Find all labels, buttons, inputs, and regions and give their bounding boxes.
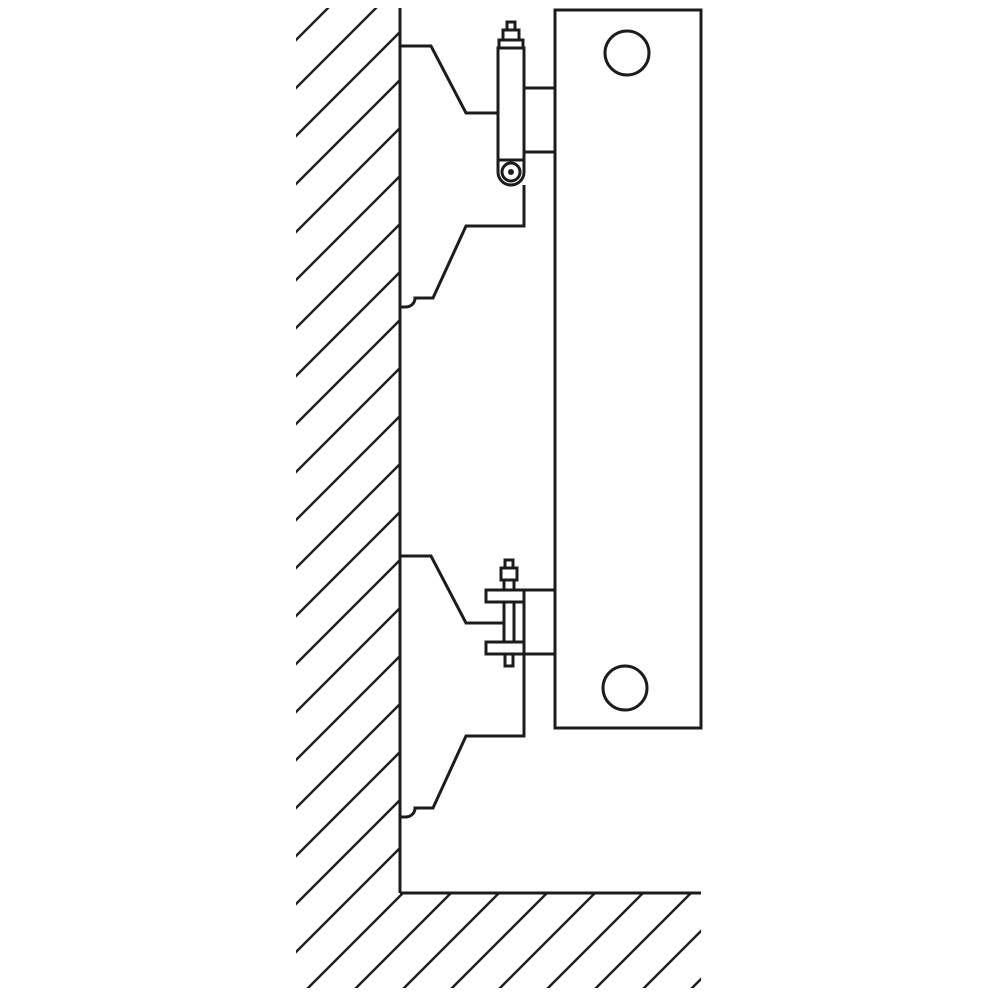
lower-wall-bracket-console — [400, 554, 557, 819]
lower-clamp-bolt — [499, 558, 519, 668]
upper-bracket-top-arm — [400, 44, 498, 115]
upper-pivot-clip — [496, 160, 526, 187]
upper-radiator-lug — [522, 86, 557, 154]
upper-adjustment-screw — [497, 20, 525, 50]
radiator-port-bottom-circle — [601, 664, 649, 712]
hatched-floor-section — [400, 891, 701, 988]
bolt-shaft-middle — [502, 600, 516, 644]
upper-pivot-clip-circle — [500, 161, 522, 183]
clamp-plate-lower — [484, 640, 526, 656]
upper-pivot-pin-dot — [508, 169, 514, 175]
upper-clamp-body — [496, 46, 526, 162]
lower-radiator-lug — [522, 588, 557, 656]
floor-hatch-area — [400, 893, 701, 988]
radiator-body — [553, 8, 703, 730]
upper-bracket-lower-arm — [400, 185, 526, 309]
clamp-plate-upper — [484, 588, 526, 604]
hatched-wall-section — [296, 8, 402, 988]
radiator-panel-side-view — [553, 8, 703, 730]
bolt-head-icon — [499, 566, 519, 582]
bolt-stem-bottom-icon — [503, 652, 515, 668]
wall-hatch-area — [296, 8, 400, 988]
lower-bracket-top-arm — [400, 554, 504, 625]
radiator-port-top-circle — [603, 29, 651, 77]
upper-wall-bracket-console — [400, 20, 557, 309]
lower-bracket-lower-arm — [400, 654, 526, 819]
